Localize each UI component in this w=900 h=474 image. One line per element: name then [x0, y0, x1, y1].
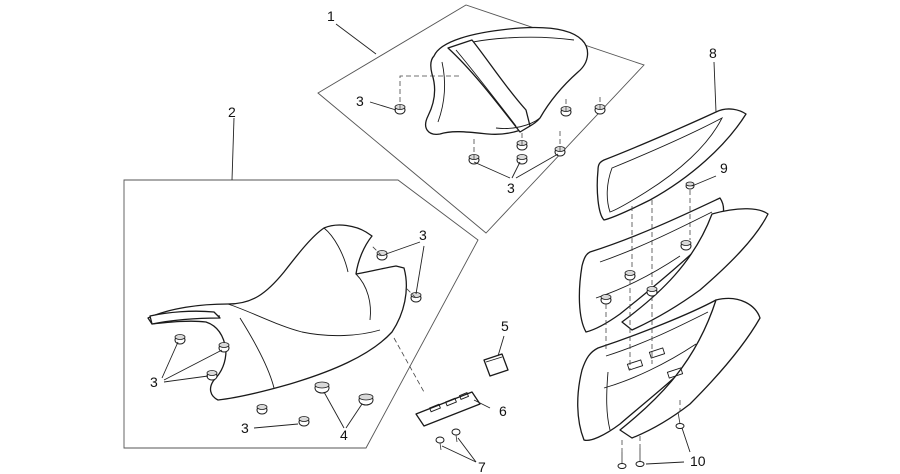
- callout-6: 6: [499, 403, 507, 419]
- rubber-pad: [483, 353, 509, 377]
- leader-lines: [161, 23, 717, 465]
- latch-plate: [415, 391, 481, 427]
- screws: [435, 411, 685, 469]
- assembly-lines: [371, 75, 691, 452]
- tail-lower-tray: [577, 297, 761, 442]
- callout-labels: 1 2 3 3 3 3 3 4 5 6 7 8 9 10: [150, 8, 728, 474]
- callout-3-rider-bottom: 3: [241, 420, 249, 436]
- callout-2: 2: [228, 104, 236, 120]
- callout-3-rider-left: 3: [150, 374, 158, 390]
- callout-10: 10: [690, 453, 706, 469]
- callout-4: 4: [340, 427, 348, 443]
- nuts: [314, 181, 695, 406]
- callout-3-passenger-bottom: 3: [507, 180, 515, 196]
- tail-cover: [596, 108, 747, 221]
- rider-seat: [147, 224, 407, 401]
- callout-7: 7: [478, 459, 486, 474]
- passenger-seat-group-frame: [317, 4, 645, 234]
- callout-9: 9: [720, 160, 728, 176]
- callout-5: 5: [501, 318, 509, 334]
- rider-seat-group-frame: [123, 179, 479, 449]
- callout-8: 8: [709, 45, 717, 61]
- callout-3-passenger-left: 3: [356, 93, 364, 109]
- callout-1: 1: [327, 8, 335, 24]
- passenger-seat: [425, 26, 589, 135]
- callout-3-rider-right: 3: [419, 227, 427, 243]
- tail-subframe-panel: [578, 197, 769, 333]
